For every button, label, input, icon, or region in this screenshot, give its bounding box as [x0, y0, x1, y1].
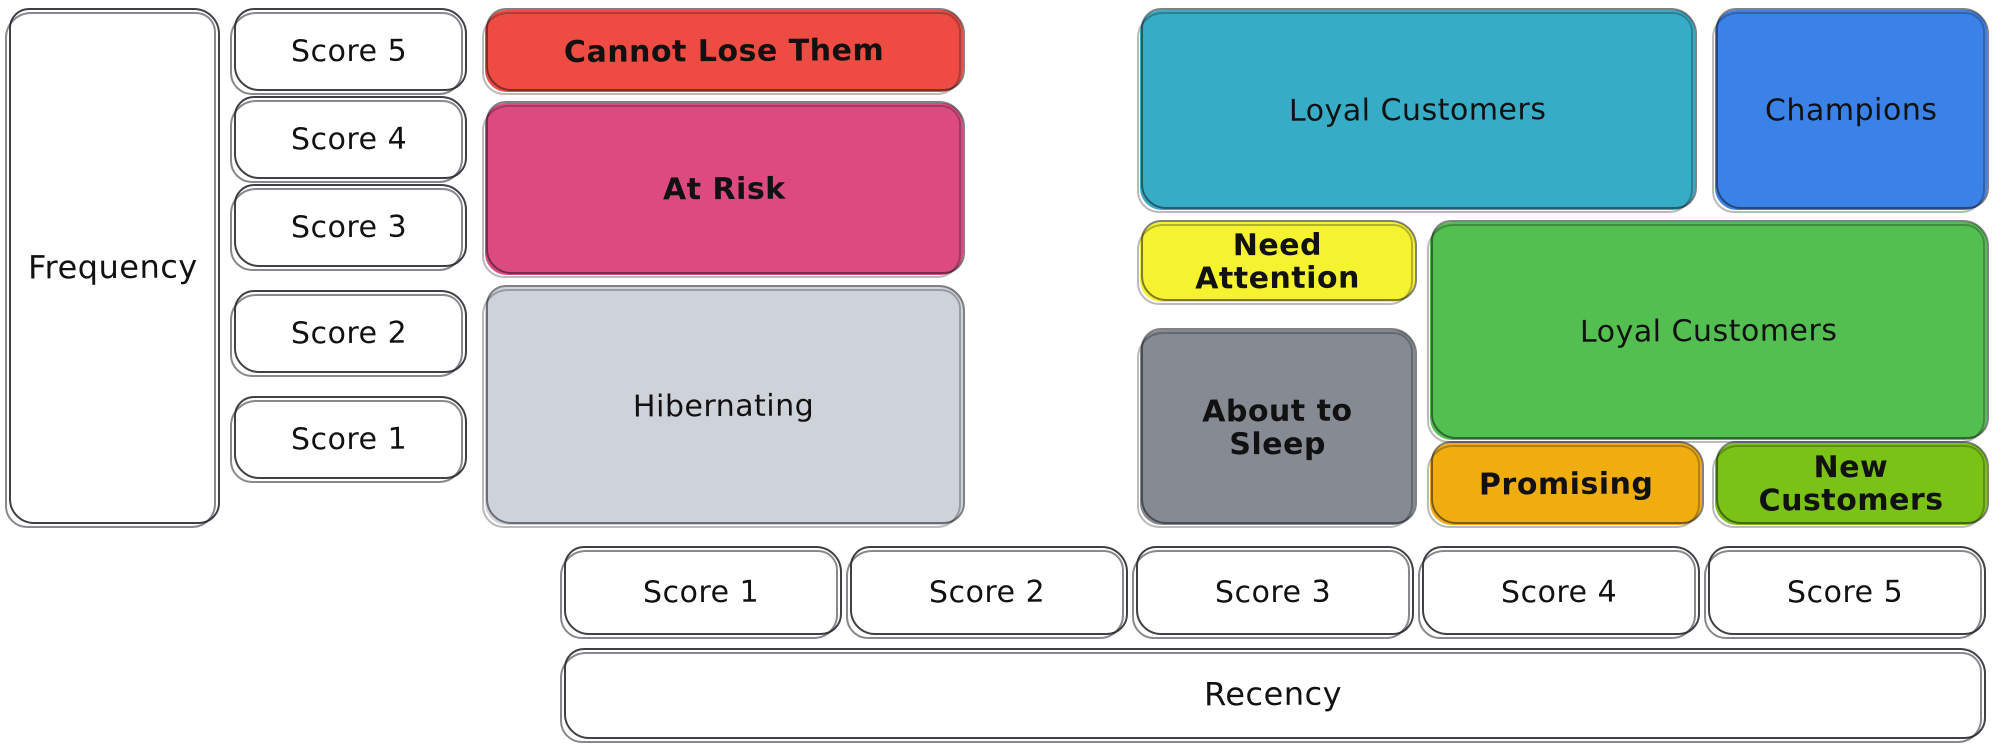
segment-champions-label: Champions — [1764, 91, 1938, 129]
segment-hibernating[interactable]: Hibernating — [482, 285, 965, 528]
frequency-axis-box: Frequency — [5, 8, 220, 528]
segment-champions[interactable]: Champions — [1712, 8, 1989, 213]
frequency-score-1-label: Score 1 — [290, 421, 408, 457]
recency-axis-label: Recency — [1204, 674, 1343, 714]
frequency-score-1[interactable]: Score 1 — [230, 396, 467, 483]
frequency-score-2-label: Score 2 — [290, 315, 408, 351]
segment-cannot-lose-them-label: Cannot Lose Them — [563, 32, 885, 70]
recency-score-5-label: Score 5 — [1787, 574, 1904, 610]
recency-axis-bar: Recency — [560, 648, 1986, 743]
segment-at-risk-label: At Risk — [662, 171, 786, 207]
segment-about-to-sleep-label: About to Sleep — [1202, 393, 1353, 462]
recency-score-2-label: Score 2 — [929, 574, 1046, 610]
segment-loyal-customers-teal-label: Loyal Customers — [1288, 91, 1547, 129]
recency-score-1-label: Score 1 — [643, 574, 760, 610]
segment-need-attention-label: Need Attention — [1195, 227, 1361, 297]
frequency-score-3-label: Score 3 — [290, 209, 408, 245]
segment-loyal-customers-green-label: Loyal Customers — [1579, 312, 1838, 350]
recency-score-2[interactable]: Score 2 — [846, 546, 1128, 639]
frequency-score-3[interactable]: Score 3 — [230, 184, 467, 271]
segment-promising-label: Promising — [1478, 465, 1654, 503]
segment-hibernating-label: Hibernating — [633, 387, 815, 425]
segment-loyal-customers-teal[interactable]: Loyal Customers — [1137, 8, 1697, 213]
recency-score-3-label: Score 3 — [1215, 574, 1332, 610]
frequency-score-5[interactable]: Score 5 — [230, 8, 467, 95]
segment-promising[interactable]: Promising — [1427, 441, 1704, 528]
segment-at-risk[interactable]: At Risk — [482, 101, 965, 278]
frequency-score-4[interactable]: Score 4 — [230, 96, 467, 183]
recency-score-4-label: Score 4 — [1501, 574, 1618, 610]
segment-about-to-sleep[interactable]: About to Sleep — [1137, 328, 1417, 528]
recency-score-3[interactable]: Score 3 — [1132, 546, 1414, 639]
recency-score-1[interactable]: Score 1 — [560, 546, 842, 639]
frequency-score-4-label: Score 4 — [290, 121, 408, 157]
frequency-axis-label: Frequency — [27, 247, 199, 287]
segment-need-attention[interactable]: Need Attention — [1137, 220, 1417, 305]
recency-score-4[interactable]: Score 4 — [1418, 546, 1700, 639]
frequency-score-5-label: Score 5 — [290, 33, 408, 69]
frequency-score-2[interactable]: Score 2 — [230, 290, 467, 377]
segment-new-customers[interactable]: New Customers — [1712, 441, 1989, 528]
segment-loyal-customers-green[interactable]: Loyal Customers — [1427, 220, 1989, 443]
segment-new-customers-label: New Customers — [1758, 449, 1944, 519]
recency-score-5[interactable]: Score 5 — [1704, 546, 1986, 639]
segment-cannot-lose-them[interactable]: Cannot Lose Them — [482, 8, 965, 95]
